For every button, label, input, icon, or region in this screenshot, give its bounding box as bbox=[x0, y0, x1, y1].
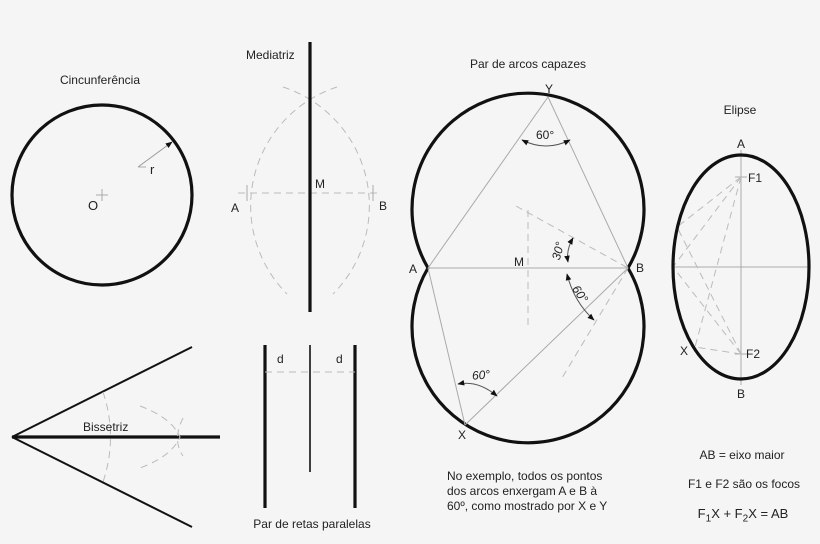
arcos-title: Par de arcos capazes bbox=[469, 57, 587, 71]
circle-title: Cincunferência bbox=[59, 73, 141, 87]
focus-f2: F2 bbox=[746, 347, 761, 361]
mediatriz-midpoint-m: M bbox=[315, 177, 325, 191]
parallel-lines-figure bbox=[263, 345, 357, 508]
circle-figure bbox=[10, 103, 194, 287]
perpendicular-bisector-figure bbox=[238, 42, 382, 312]
arcos-point-y: Y bbox=[544, 82, 554, 96]
legend-foci: F1 e F2 são os focos bbox=[687, 477, 801, 491]
focus-f1: F1 bbox=[748, 171, 763, 185]
center-label-o: O bbox=[88, 198, 99, 213]
angle-label-bottom: 60° bbox=[471, 367, 491, 383]
note-line-3: 60º, como mostrado por X e Y bbox=[447, 499, 608, 513]
mediatriz-point-a: A bbox=[231, 201, 240, 215]
paralelas-title: Par de retas paralelas bbox=[253, 517, 371, 531]
arcos-midpoint-m: M bbox=[514, 255, 524, 269]
note-line-1: No exemplo, todos os pontos bbox=[447, 469, 603, 483]
mediatriz-point-b: B bbox=[379, 199, 388, 213]
distance-label-left: d bbox=[277, 352, 284, 366]
ellipse-figure bbox=[671, 150, 811, 385]
angle-bisector-figure bbox=[11, 346, 220, 528]
arcos-point-x: X bbox=[458, 428, 467, 442]
distance-label-right: d bbox=[336, 352, 343, 366]
legend-formula: F1X + F2X = AB bbox=[697, 506, 789, 525]
arcos-point-b: B bbox=[636, 261, 645, 275]
note-line-2: dos arcos enxergam A e B à bbox=[447, 484, 598, 498]
capable-arcs-figure bbox=[410, 91, 646, 445]
radius-label-r: r bbox=[150, 162, 155, 177]
arcos-point-a: A bbox=[409, 262, 418, 276]
angle-label-top: 60° bbox=[536, 128, 555, 142]
elipse-title: Elipse bbox=[723, 103, 757, 117]
elipse-point-b: B bbox=[736, 387, 746, 401]
elipse-point-a: A bbox=[736, 137, 746, 151]
bissetriz-title: Bissetriz bbox=[83, 420, 129, 434]
mediatriz-title: Mediatriz bbox=[246, 48, 295, 62]
arcos-note: No exemplo, todos os pontos dos arcos en… bbox=[447, 469, 607, 514]
legend-major-axis: AB = eixo maior bbox=[699, 448, 785, 462]
elipse-point-x: X bbox=[680, 344, 689, 358]
